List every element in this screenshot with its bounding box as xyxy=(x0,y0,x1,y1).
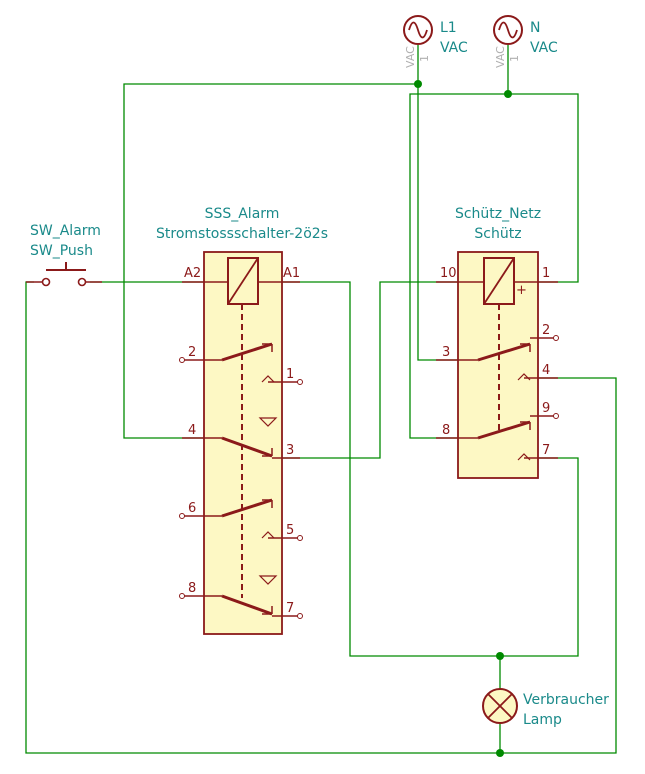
contactor-pin-10: 10 xyxy=(440,266,457,281)
junction-dot xyxy=(496,652,504,660)
nc-triangle-icon xyxy=(258,575,278,585)
source-l1-pin: 1 xyxy=(418,55,431,62)
pin-end xyxy=(297,613,303,619)
contactor-ref: Schütz_Netz xyxy=(455,206,541,222)
sine-wave-icon xyxy=(498,21,518,39)
contactor-pin-3: 3 xyxy=(442,345,450,360)
switch-terminal xyxy=(77,277,87,287)
source-n-value: VAC xyxy=(530,40,558,56)
source-n-ref: N xyxy=(530,20,540,36)
lamp-cross xyxy=(487,693,513,719)
contact-blade-icon xyxy=(477,342,531,362)
wire-sss-a1-lamp xyxy=(282,281,579,657)
sss-value: Stromstossschalter-2ö2s xyxy=(156,226,328,242)
nc-terminal-icon xyxy=(261,531,275,539)
source-n-ghost-value: VAC xyxy=(494,46,507,68)
contact-blade-icon xyxy=(221,594,273,616)
ac-source-icon xyxy=(403,15,433,45)
wire-l1-sss-4 xyxy=(123,45,419,439)
wire-sss-3-contactor-10 xyxy=(282,281,458,459)
switch-ref: SW_Alarm xyxy=(30,223,101,239)
pin-end xyxy=(179,357,185,363)
contactor-value: Schütz xyxy=(474,226,521,242)
lamp-ref: Verbraucher xyxy=(523,692,609,708)
sss-pin-6: 6 xyxy=(188,501,196,516)
pin-end xyxy=(553,335,559,341)
coil-polarity-plus: + xyxy=(516,283,527,298)
switch-terminal xyxy=(41,277,51,287)
pin-end xyxy=(297,535,303,541)
junction-dot xyxy=(504,90,512,98)
source-l1-ref: L1 xyxy=(440,20,457,36)
wire-l1-contactor-3 xyxy=(417,84,458,361)
pin-end xyxy=(179,513,185,519)
sss-ref: SSS_Alarm xyxy=(205,206,280,222)
wire-n-contactor-8 xyxy=(409,45,509,439)
sss-component[interactable]: SSS_Alarm Stromstossschalter-2ö2s A2 A1 … xyxy=(156,206,328,635)
contact-blade-icon xyxy=(221,498,273,518)
sine-wave-icon xyxy=(408,21,428,39)
contactor-body xyxy=(457,251,539,479)
contactor-pin-7: 7 xyxy=(542,443,550,458)
lamp-component[interactable]: Verbraucher Lamp xyxy=(482,688,609,728)
contactor-pin-2: 2 xyxy=(542,323,550,338)
source-l1-ghost-value: VAC xyxy=(404,46,417,68)
sss-pin-1: 1 xyxy=(286,367,294,382)
coil-diagonal xyxy=(483,257,515,305)
pin-end xyxy=(553,413,559,419)
contactor-pin-9: 9 xyxy=(542,401,550,416)
sss-pin-7: 7 xyxy=(286,601,294,616)
ac-source-icon xyxy=(493,15,523,45)
pin-end xyxy=(297,379,303,385)
sss-pin-5: 5 xyxy=(286,523,294,538)
contactor-pin-1: 1 xyxy=(542,266,550,281)
contact-blade-icon xyxy=(221,436,273,458)
contact-blade-icon xyxy=(477,420,531,440)
switch-value: SW_Push xyxy=(30,243,93,259)
coil-diagonal xyxy=(227,257,259,305)
contactor-pin-4: 4 xyxy=(542,363,550,378)
sss-pin-2: 2 xyxy=(188,345,196,360)
nc-terminal-icon xyxy=(261,375,275,383)
sss-pin-a2: A2 xyxy=(184,266,201,281)
source-n[interactable]: N VAC VAC 1 xyxy=(493,15,558,68)
sss-pin-a1: A1 xyxy=(283,266,300,281)
pin-end xyxy=(179,593,185,599)
junction-dot xyxy=(496,749,504,757)
nc-triangle-icon xyxy=(258,417,278,427)
junction-dot xyxy=(414,80,422,88)
contactor-component[interactable]: Schütz_Netz Schütz 10 1 + 3 2 4 8 xyxy=(436,206,559,479)
contact-blade-icon xyxy=(221,342,273,362)
junctions xyxy=(414,80,512,757)
source-l1[interactable]: L1 VAC VAC 1 xyxy=(403,15,468,68)
lamp-value: Lamp xyxy=(523,712,562,728)
push-switch[interactable]: SW_Alarm SW_Push xyxy=(26,223,102,287)
sss-pin-3: 3 xyxy=(286,443,294,458)
source-l1-value: VAC xyxy=(440,40,468,56)
source-n-pin: 1 xyxy=(508,55,521,62)
sss-pin-4: 4 xyxy=(188,423,196,438)
contactor-pin-8: 8 xyxy=(442,423,450,438)
sss-pin-8: 8 xyxy=(188,581,196,596)
